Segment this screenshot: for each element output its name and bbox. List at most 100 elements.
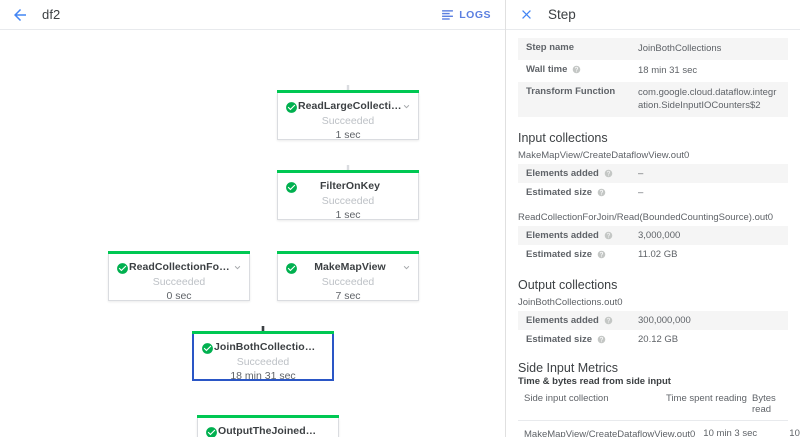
metric-key: Elements added: [526, 168, 638, 179]
cell-side-input-collection: MakeMapView/CreateDataflowView.out0: [524, 429, 696, 437]
summary-key-label: Wall time: [526, 63, 568, 75]
metric-row: Estimated size 20.12 GB: [518, 330, 788, 349]
metric-value: 20.12 GB: [638, 334, 679, 346]
node-name: FilterOnKey: [319, 180, 381, 192]
chevron-down-icon[interactable]: [401, 262, 412, 273]
check-circle-icon: [286, 263, 297, 274]
column-header-time-spent-reading: Time spent reading: [666, 393, 747, 405]
help-circle-icon[interactable]: [604, 169, 613, 178]
check-circle-icon: [286, 182, 297, 193]
column-header-side-input-collection: Side input collection: [524, 393, 609, 405]
node-status-accent-bar: [192, 331, 334, 334]
node-status-accent-bar: [277, 251, 419, 254]
logs-button[interactable]: LOGS: [437, 6, 495, 23]
side-input-table-row: MakeMapView/CreateDataflowView.out0 10 mi…: [518, 421, 800, 437]
metric-key: Estimated size: [526, 249, 638, 260]
check-circle-icon: [202, 343, 213, 354]
side-input-metrics-title: Side Input Metrics: [518, 361, 619, 376]
help-circle-icon[interactable]: [604, 316, 613, 325]
summary-value: 18 min 31 sec: [638, 64, 698, 76]
node-name: JoinBothCollections: [214, 341, 318, 353]
help-circle-icon[interactable]: [604, 231, 613, 240]
spacer: [506, 202, 800, 212]
close-icon[interactable]: [518, 7, 534, 23]
input-collection-name: ReadCollectionForJoin/Read(BoundedCounti…: [518, 212, 774, 224]
summary-row: Step name JoinBothCollections: [518, 38, 788, 60]
chevron-down-icon[interactable]: [232, 262, 243, 273]
list-lines-icon: [442, 10, 454, 20]
summary-row: Wall time 18 min 31 sec: [518, 60, 788, 82]
metric-key-label: Estimated size: [526, 334, 592, 346]
metric-key: Estimated size: [526, 187, 638, 198]
summary-value: JoinBothCollections: [638, 43, 722, 54]
help-circle-icon[interactable]: [597, 250, 606, 259]
arrow-left-icon[interactable]: [10, 5, 30, 25]
node-status: Succeeded: [321, 276, 375, 288]
node-name: OutputTheJoinedCollec...: [218, 425, 338, 437]
node-name: MakeMapView: [314, 261, 386, 273]
node-duration: 7 sec: [335, 290, 361, 302]
node-duration: 1 sec: [335, 209, 361, 221]
panel-header: Step: [506, 0, 800, 30]
node-name: ReadLargeCollectionFr...: [298, 100, 418, 112]
metric-key-label: Elements added: [526, 168, 599, 180]
node-duration: 0 sec: [166, 290, 192, 302]
graph-node-read-large-collection[interactable]: ReadLargeCollectionFr... Succeeded 1 sec: [277, 90, 419, 141]
help-circle-icon[interactable]: [597, 188, 606, 197]
page-title: df2: [42, 7, 61, 22]
node-status-accent-bar: [277, 90, 419, 93]
side-input-metrics-subtitle: Time & bytes read from side input: [518, 376, 671, 388]
side-input-metrics-table: Side input collection Time spent reading…: [518, 389, 800, 437]
column-header-bytes-read: Bytes read: [752, 393, 776, 416]
node-duration: 1 sec: [335, 129, 361, 141]
summary-key-label: Step name: [526, 42, 575, 53]
node-duration: 18 min 31 sec: [230, 370, 296, 382]
metric-key: Estimated size: [526, 334, 638, 345]
metric-value: –: [638, 187, 644, 199]
chevron-down-icon[interactable]: [401, 101, 412, 112]
cell-time-spent-reading: 10 min 3 sec: [703, 428, 758, 437]
metric-value: –: [638, 168, 644, 180]
node-status-accent-bar: [197, 415, 339, 418]
node-status: Succeeded: [152, 276, 206, 288]
output-collection-name: JoinBothCollections.out0: [518, 297, 623, 309]
metric-key: Elements added: [526, 230, 638, 241]
metric-value: 300,000,000: [638, 315, 691, 327]
output-collections-title: Output collections: [518, 278, 618, 293]
check-circle-icon: [206, 427, 217, 437]
metric-key-label: Elements added: [526, 230, 599, 242]
cell-bytes-read: 10.14 GB: [789, 428, 800, 437]
input-collection-metrics: Elements added –Estimated size–: [518, 164, 788, 202]
help-circle-icon[interactable]: [597, 335, 606, 344]
side-input-table-body: MakeMapView/CreateDataflowView.out0 10 mi…: [518, 421, 800, 437]
node-status: Succeeded: [321, 115, 375, 127]
check-circle-icon: [117, 263, 128, 274]
metric-value: 11.02 GB: [638, 249, 678, 261]
logs-button-label: LOGS: [459, 8, 491, 21]
summary-key: Wall time: [526, 64, 638, 75]
job-graph-pane: df2 LOGS: [0, 0, 506, 437]
help-circle-icon[interactable]: [572, 65, 581, 74]
summary-key-label: Transform Function: [526, 85, 616, 97]
summary-key: Step name: [526, 42, 638, 53]
metric-key-label: Elements added: [526, 315, 599, 327]
check-circle-icon: [286, 102, 297, 113]
metric-row: Elements added –: [518, 164, 788, 184]
metric-value: 3,000,000: [638, 230, 681, 242]
input-collections-title: Input collections: [518, 131, 608, 146]
node-status-accent-bar: [277, 170, 419, 173]
node-name: ReadCollectionForJoin: [129, 261, 245, 273]
